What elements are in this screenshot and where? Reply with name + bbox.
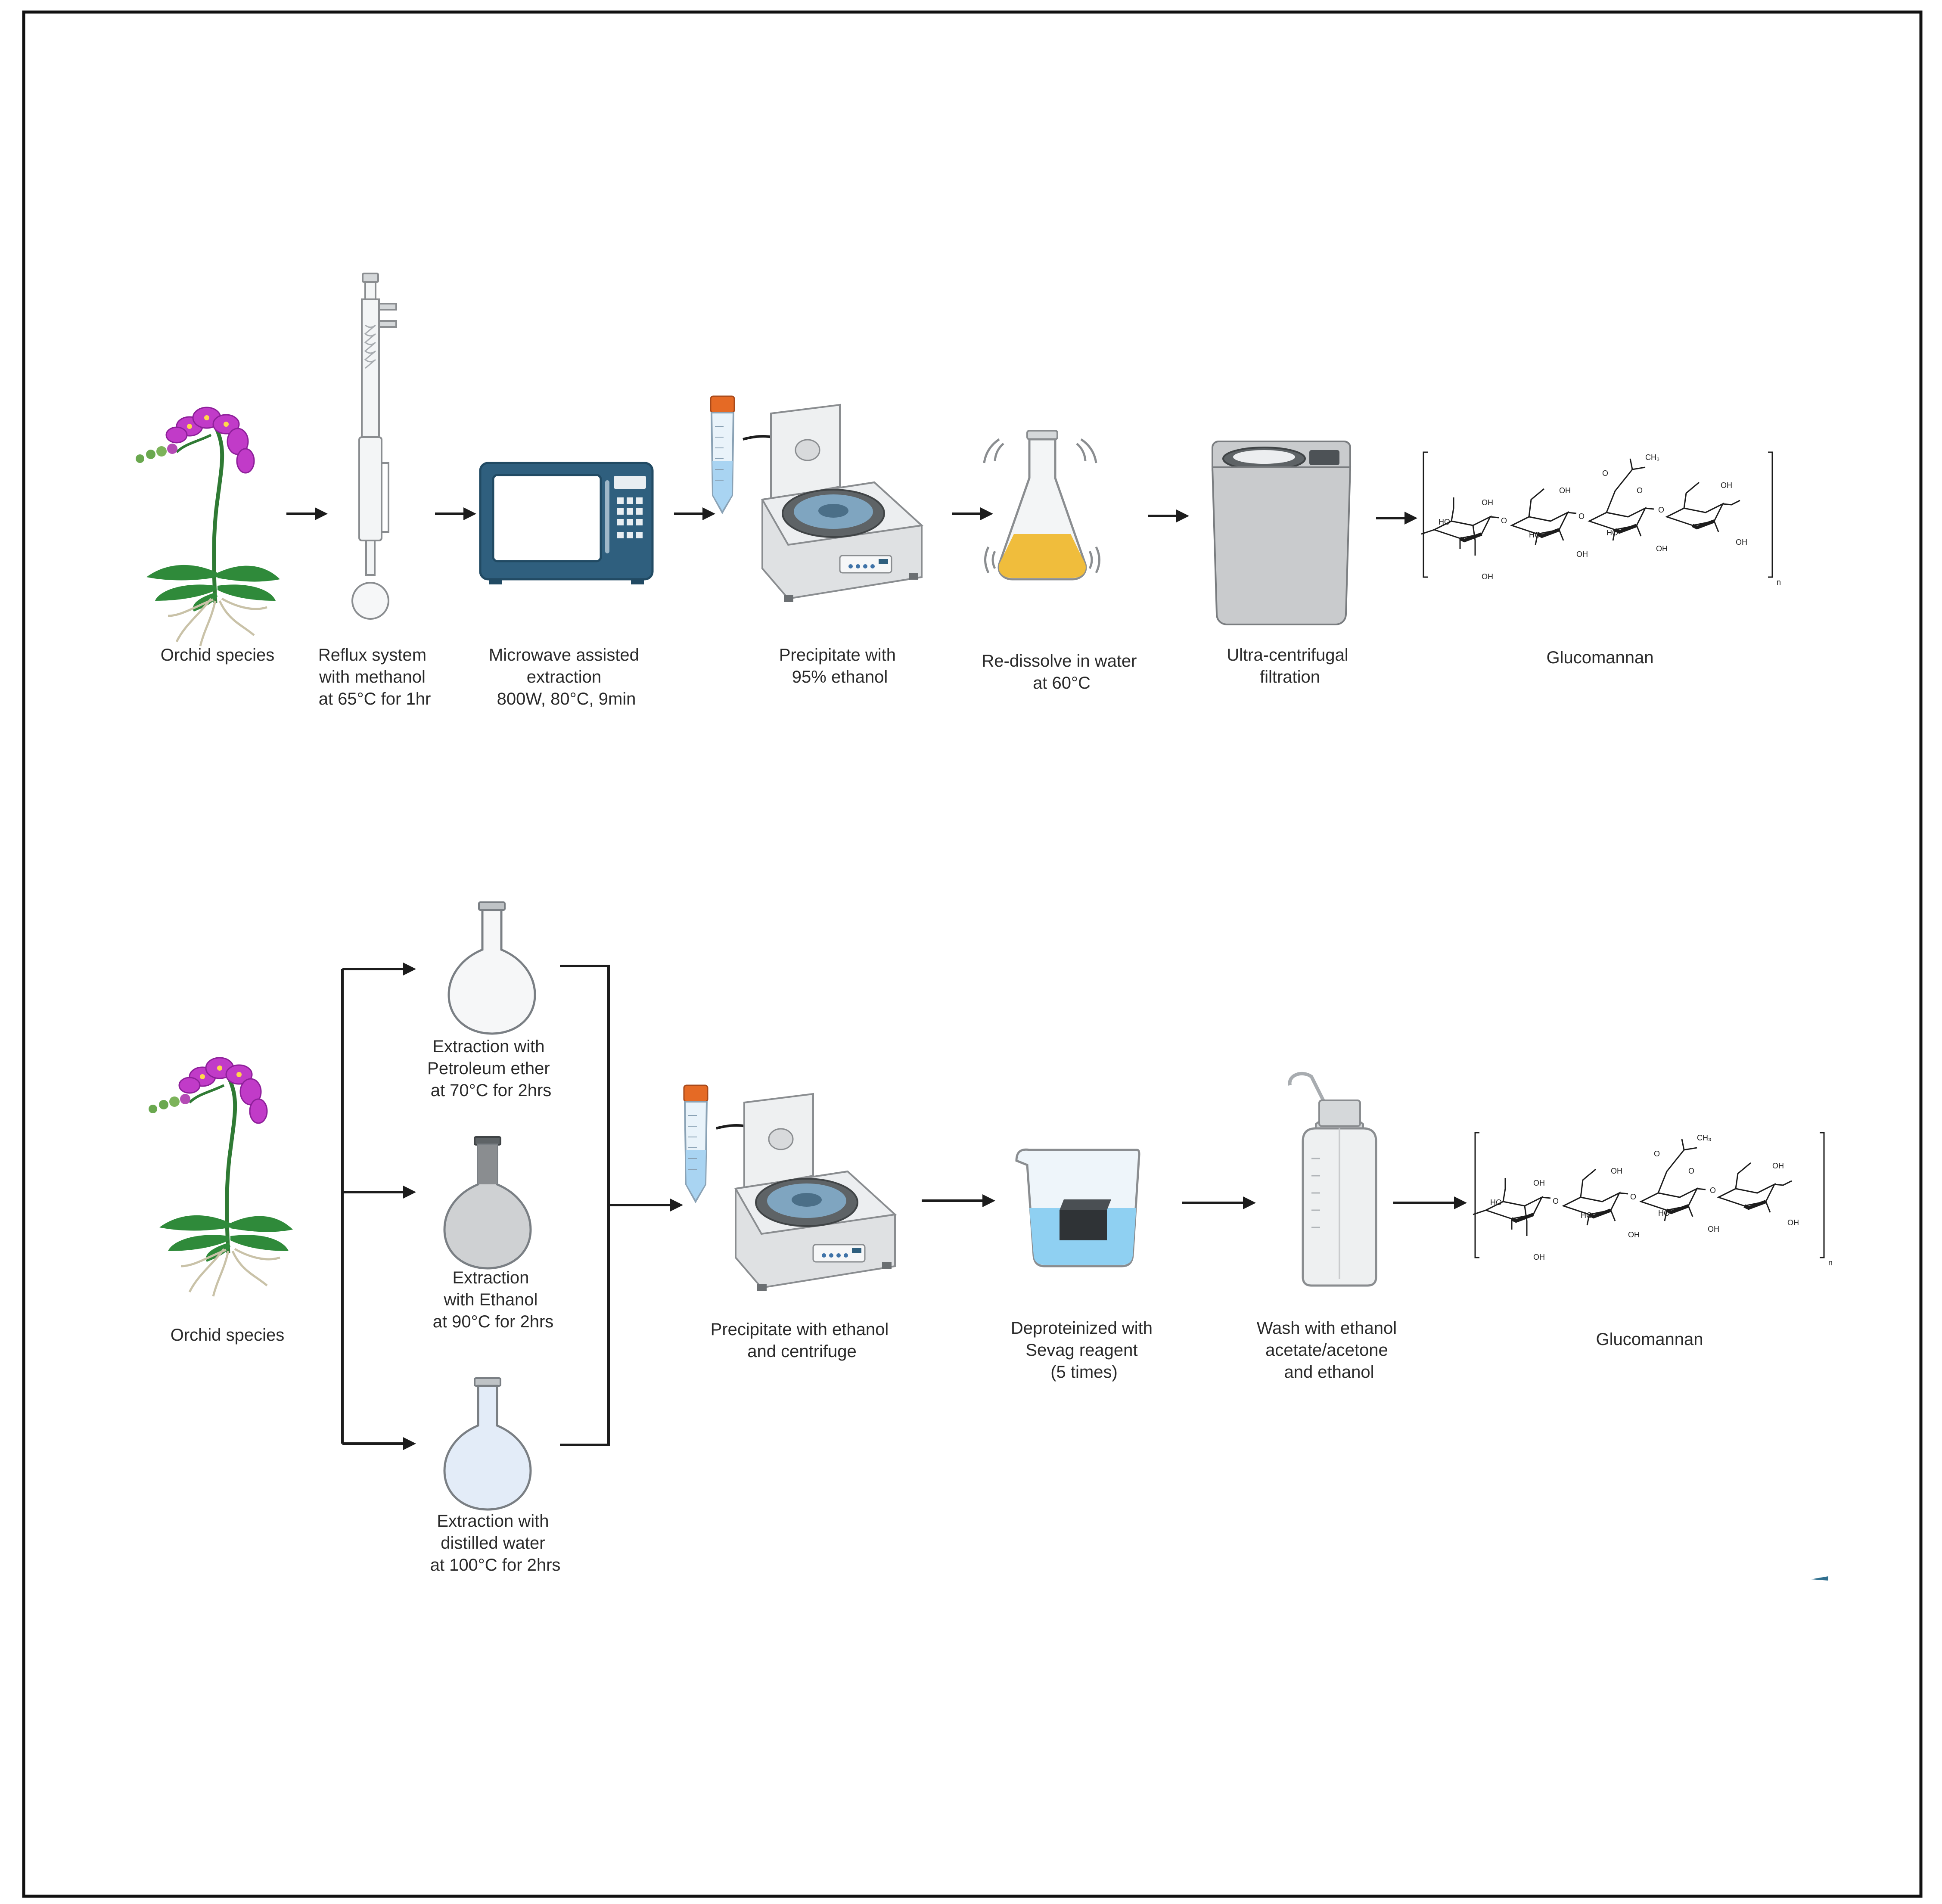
svg-text:O: O: [1688, 1167, 1694, 1175]
svg-text:n: n: [1828, 1258, 1833, 1267]
svg-text:HO: HO: [1439, 518, 1450, 526]
orchid-icon: [136, 407, 280, 646]
svg-text:O: O: [1658, 506, 1664, 514]
svg-text:O: O: [1501, 516, 1507, 525]
svg-text:OH: OH: [1787, 1218, 1799, 1227]
source-label-orchid: Orchid species: [171, 1326, 285, 1345]
step-label-microwave: Microwave assisted extraction 800W, 80°C…: [489, 646, 644, 708]
svg-text:O: O: [1630, 1193, 1636, 1201]
svg-text:O: O: [1578, 512, 1585, 521]
svg-text:O: O: [1553, 1197, 1559, 1205]
svg-text:OH: OH: [1772, 1162, 1784, 1170]
bottom-row-arrows: [922, 1194, 1467, 1209]
svg-text:CH₃: CH₃: [1697, 1134, 1711, 1142]
top-row: HO OH OH O HO OH OH O HO O CH₃ O OH O OH…: [136, 273, 1781, 708]
svg-text:OH: OH: [1482, 498, 1493, 507]
orchid-icon: [149, 1058, 293, 1296]
svg-text:O: O: [1710, 1186, 1716, 1195]
round-flask-blue-icon: [444, 1378, 531, 1510]
centrifuge-icon: [684, 1085, 895, 1291]
step-label-ultrafiltration: Ultra-centrifugal filtration: [1227, 646, 1353, 686]
step-label-wash: Wash with ethanol acetate/acetone and et…: [1257, 1319, 1401, 1382]
svg-text:n: n: [1777, 578, 1781, 587]
wash-bottle-icon: [1288, 1072, 1377, 1287]
svg-text:CH₃: CH₃: [1645, 453, 1659, 462]
svg-text:OH: OH: [1736, 538, 1747, 547]
svg-text:HO: HO: [1529, 531, 1541, 539]
branch-label-water: Extraction with distilled water at 100°C…: [430, 1512, 561, 1575]
svg-text:OH: OH: [1656, 544, 1668, 553]
svg-text:OH: OH: [1559, 486, 1571, 495]
svg-text:OH: OH: [1533, 1253, 1545, 1261]
figure-frame: [22, 10, 1923, 1898]
svg-text:OH: OH: [1611, 1167, 1622, 1175]
branch-connectors: [341, 963, 683, 1450]
glucomannan-structure-icon: HO OH OH O HO OH OH O HO O CH₃ O OH O OH…: [1473, 1133, 1833, 1267]
step-label-orchid: Orchid species: [161, 646, 275, 665]
svg-text:OH: OH: [1482, 572, 1493, 581]
stray-mark: [1811, 1576, 1828, 1581]
svg-text:HO: HO: [1606, 528, 1618, 537]
branch-label-petroleum: Extraction with Petroleum ether at 70°C …: [427, 1037, 555, 1100]
step-label-reflux: Reflux system with methanol at 65°C for …: [318, 646, 431, 708]
step-label-glucomannan-2: Glucomannan: [1596, 1330, 1703, 1349]
branch-label-ethanol: Extraction with Ethanol at 90°C for 2hrs: [433, 1268, 554, 1331]
svg-text:HO: HO: [1658, 1209, 1670, 1218]
svg-text:HO: HO: [1581, 1211, 1592, 1220]
step-label-precipitate-centrifuge: Precipitate with ethanol and centrifuge: [711, 1320, 894, 1361]
svg-text:HO: HO: [1490, 1198, 1502, 1207]
beaker-icon: [1015, 1148, 1140, 1267]
svg-text:OH: OH: [1533, 1179, 1545, 1187]
glucomannan-structure-icon: HO OH OH O HO OH OH O HO O CH₃ O OH O OH…: [1421, 452, 1781, 587]
centrifuge-icon: [711, 396, 922, 602]
svg-text:O: O: [1654, 1149, 1660, 1158]
step-label-precipitate: Precipitate with 95% ethanol: [779, 646, 901, 686]
top-row-arrows: [286, 507, 1417, 525]
step-label-redissolve: Re-dissolve in water at 60°C: [982, 652, 1141, 693]
svg-text:OH: OH: [1721, 481, 1732, 490]
step-label-glucomannan: Glucomannan: [1546, 648, 1653, 667]
svg-text:OH: OH: [1628, 1230, 1640, 1239]
round-flask-gray-icon: [443, 1136, 532, 1270]
erlenmeyer-flask-icon: [983, 430, 1100, 581]
bottom-row: Extraction with Petroleum ether at 70°C …: [149, 902, 1833, 1581]
svg-text:OH: OH: [1576, 550, 1588, 559]
microwave-icon: [479, 462, 654, 584]
ultracentrifuge-icon: [1211, 441, 1352, 625]
svg-text:O: O: [1637, 486, 1643, 495]
reflux-condenser-icon: [351, 273, 397, 620]
round-flask-clear-icon: [449, 902, 535, 1034]
svg-text:OH: OH: [1708, 1225, 1719, 1233]
step-label-deproteinized: Deproteinized with Sevag reagent (5 time…: [1011, 1319, 1157, 1382]
svg-text:O: O: [1602, 469, 1608, 478]
